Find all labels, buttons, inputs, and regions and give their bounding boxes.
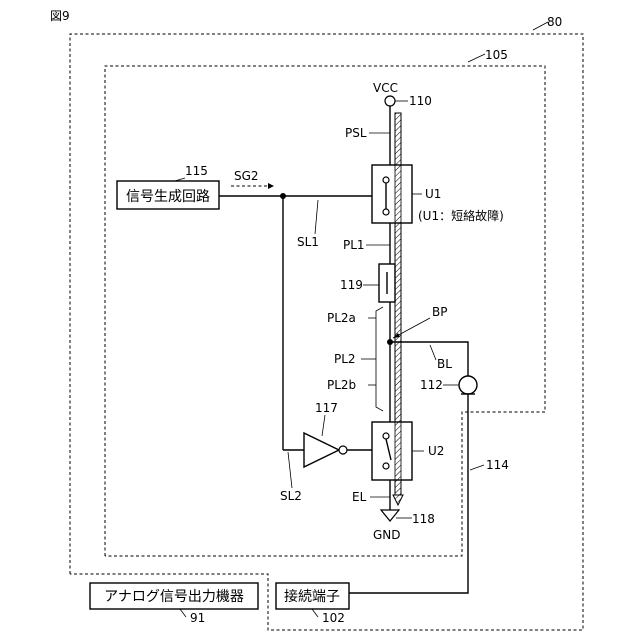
connector-ref: 112 (420, 378, 443, 392)
busbar-end (393, 495, 403, 505)
resistor-ref: 119 (340, 278, 363, 292)
pl2-bracket (376, 307, 383, 411)
signal-gen-label: 信号生成回路 (126, 189, 210, 205)
inverter (304, 433, 339, 467)
vcc-terminal (385, 96, 395, 106)
bl-label: BL (437, 357, 452, 371)
connection-terminal-ref: 102 (322, 611, 345, 625)
pl1-label: PL1 (343, 238, 365, 252)
psl-label: PSL (345, 126, 367, 140)
inner-boundary (105, 66, 545, 556)
inner-ref-label: 105 (485, 48, 508, 62)
sl2-label: SL2 (280, 489, 302, 503)
inverter-ref: 117 (315, 401, 338, 415)
outer-ref-label: 80 (547, 15, 562, 29)
figure-label: 図9 (50, 9, 70, 23)
sg2-label: SG2 (234, 169, 259, 183)
u2-switch (372, 422, 412, 480)
u1-switch (372, 165, 412, 223)
bp-label: BP (432, 305, 447, 319)
connection-terminal-label: 接続端子 (284, 588, 340, 605)
u2-label: U2 (428, 444, 444, 458)
pl2-label: PL2 (334, 352, 356, 366)
gnd-symbol (381, 510, 399, 521)
connector-112 (459, 376, 477, 394)
el-label: EL (352, 490, 367, 504)
analog-device-label: アナログ信号出力機器 (104, 589, 244, 605)
pl2b-label: PL2b (327, 378, 356, 392)
outer-boundary (70, 34, 583, 630)
signal-gen-ref: 115 (185, 164, 208, 178)
u1-label: U1 (425, 187, 441, 201)
gnd-label: GND (373, 528, 401, 542)
analog-device-ref: 91 (190, 611, 205, 625)
wire-114-ref: 114 (486, 458, 509, 472)
u1-note: (U1：短絡故障) (418, 208, 504, 223)
pl2a-label: PL2a (327, 311, 356, 325)
bl-wire (390, 342, 468, 376)
vcc-terminal-ref: 110 (409, 94, 432, 108)
gnd-terminal-ref: 118 (412, 512, 435, 526)
sl1-label: SL1 (297, 235, 319, 249)
vcc-label: VCC (373, 81, 398, 95)
